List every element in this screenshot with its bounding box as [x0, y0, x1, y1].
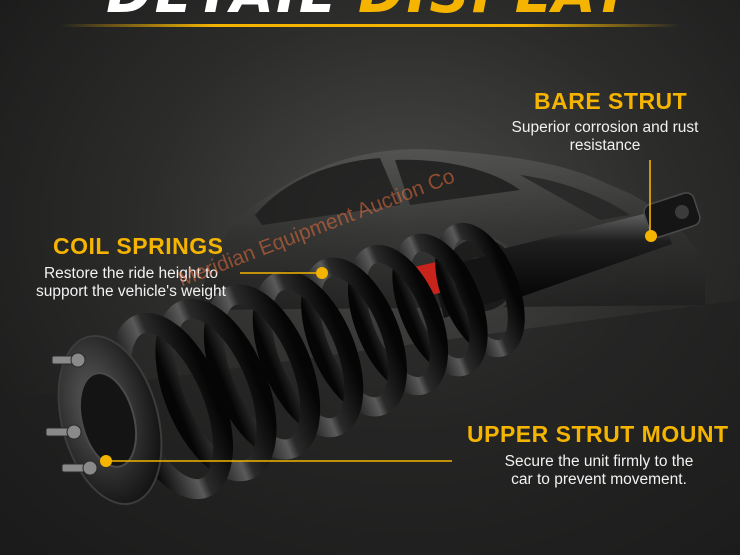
- callout-lines: [110, 160, 651, 462]
- bare-strut-desc-line2: resistance: [569, 137, 641, 154]
- upper-mount: [45, 335, 163, 505]
- bare-strut-desc-line1: Superior corrosion and rust: [511, 119, 699, 136]
- mount-studs: [45, 352, 98, 476]
- title-part2: DISPLAY: [358, 0, 634, 26]
- callout-dots: [100, 230, 657, 467]
- coil-spring: [110, 222, 525, 500]
- upper-mount-title: UPPER STRUT MOUNT: [467, 421, 729, 447]
- title-part1: DETAIL: [106, 0, 336, 26]
- bare-strut-title: BARE STRUT: [534, 88, 688, 114]
- bare-strut-dot: [645, 230, 657, 242]
- page-title: DETAIL DISPLAY: [0, 0, 740, 22]
- upper-mount-description: Secure the unit firmly to the car to pre…: [474, 453, 724, 489]
- coil-springs-desc-line2: support the vehicle's weight: [36, 283, 226, 300]
- coil-springs-dot: [316, 267, 328, 279]
- upper-mount-dot: [100, 455, 112, 467]
- bare-strut-description: Superior corrosion and rust resistance: [496, 119, 714, 155]
- header-underline: [60, 24, 680, 27]
- upper-mount-desc-line2: car to prevent movement.: [511, 471, 687, 488]
- coil-springs-desc-line1: Restore the ride height to: [43, 265, 219, 282]
- coil-springs-description: Restore the ride height to support the v…: [15, 265, 247, 301]
- upper-mount-desc-line1: Secure the unit firmly to the: [504, 453, 694, 470]
- coil-springs-title: COIL SPRINGS: [53, 233, 224, 259]
